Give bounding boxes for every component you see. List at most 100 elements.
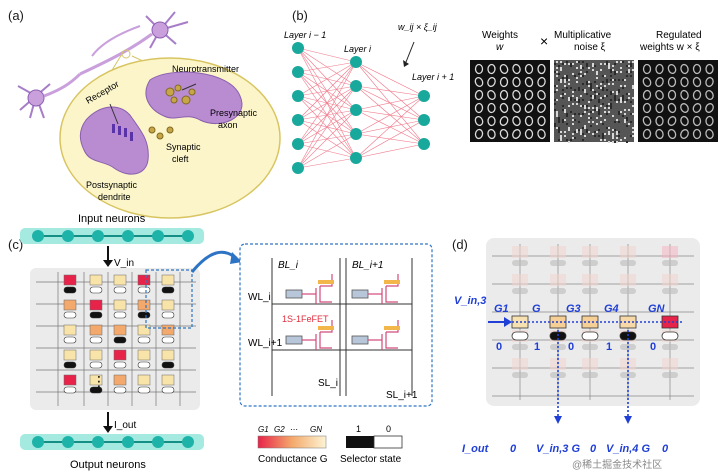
faded-cell: [550, 274, 566, 286]
selector-cell: [113, 386, 127, 394]
selector-state-label: 1: [606, 341, 612, 353]
selector-cell: [137, 361, 151, 369]
conductance-label: Conductance G: [258, 454, 328, 465]
layer-next-label: Layer i + 1: [412, 72, 454, 82]
conductance-cell: [89, 299, 103, 311]
label-presynaptic: Presynaptic: [210, 108, 258, 118]
weights-images: Weights w × Multiplicative noise ξ Regul…: [470, 30, 718, 143]
output-neuron: [122, 436, 134, 448]
faded-selector: [550, 260, 566, 266]
sl-i-label: SL_i: [318, 378, 338, 389]
input-neuron: [182, 230, 194, 242]
conductance-cell: [63, 299, 77, 311]
layer-cur-label: Layer i: [344, 44, 372, 54]
input-neuron: [152, 230, 164, 242]
conductance-cell: [63, 324, 77, 336]
selector-device: [351, 335, 369, 345]
selector-cell: [161, 311, 175, 319]
network-node: [350, 56, 362, 68]
conductance-cell: [137, 299, 151, 311]
selector-cell: [113, 336, 127, 344]
faded-selector: [662, 344, 678, 350]
selector-cell: [137, 386, 151, 394]
selector-cell: [137, 311, 151, 319]
conductance-cell: [161, 349, 175, 361]
selector-state-label: 0: [496, 341, 502, 353]
output-neuron: [62, 436, 74, 448]
bl-i-label: BL_i: [278, 260, 299, 271]
panel-d-letter: (d): [452, 237, 468, 252]
selector-device: [351, 289, 369, 299]
selector-cell: [113, 361, 127, 369]
active-selector: [581, 331, 599, 341]
selector-cell: [63, 336, 77, 344]
reg-title-2: weights w × ξ: [639, 42, 700, 53]
faded-selector: [662, 288, 678, 294]
fefet-transistor: [381, 320, 399, 350]
input-neuron: [122, 230, 134, 242]
selector-cell: [113, 286, 127, 294]
conductance-cell: [137, 274, 151, 286]
network-node: [292, 114, 304, 126]
network-node: [350, 80, 362, 92]
output-current-label: 0: [510, 443, 517, 455]
reg-title: Regulated: [656, 30, 702, 41]
selector-cell: [89, 361, 103, 369]
conductance-cell: [113, 299, 127, 311]
wl-i1-label: WL_i+1: [248, 338, 283, 349]
output-neuron: [152, 436, 164, 448]
legend-g2: G2: [274, 425, 285, 434]
weight-expression: w_ij × ξ_ij: [398, 22, 438, 32]
selector-cell: [63, 286, 77, 294]
panel-c-letter: (c): [8, 237, 24, 252]
network-node: [418, 90, 430, 102]
selector-cell: [161, 386, 175, 394]
g-label: GN: [648, 303, 666, 315]
panel-b-letter: (b): [292, 8, 308, 23]
output-neuron: [32, 436, 44, 448]
output-neurons-label: Output neurons: [70, 459, 146, 471]
conductance-cell: [89, 349, 103, 361]
selector-device: [285, 335, 303, 345]
selector-cell: [113, 311, 127, 319]
selector-cell: [63, 386, 77, 394]
selector-cell: [89, 311, 103, 319]
conductance-cell: [113, 374, 127, 386]
fefet-transistor: [315, 274, 333, 304]
legend-zero: 0: [386, 424, 391, 434]
faded-selector: [662, 260, 678, 266]
faded-cell: [662, 358, 678, 370]
legend-dots: ⋯: [290, 425, 298, 434]
weights-title: Weights: [482, 30, 518, 41]
faded-cell: [550, 246, 566, 258]
conductance-cell: [89, 374, 103, 386]
selector-cell: [63, 311, 77, 319]
selector-cell: [89, 286, 103, 294]
output-current-label: 0: [590, 443, 597, 455]
selector-cell: [161, 336, 175, 344]
sl-i1-label: SL_i+1: [386, 390, 418, 401]
conductance-cell: [113, 349, 127, 361]
column-arrowhead: [554, 416, 562, 424]
selector-device: [285, 289, 303, 299]
faded-selector: [582, 288, 598, 294]
fefet-transistor: [315, 320, 333, 350]
faded-selector: [550, 288, 566, 294]
ferroelectric-layer: [318, 326, 334, 330]
fefet-transistor: [381, 274, 399, 304]
label-dendrite: dendrite: [98, 192, 131, 202]
panel-a-letter: (a): [8, 8, 24, 23]
v-in-label: V_in: [114, 258, 134, 269]
output-current-label: V_in,3 G: [536, 443, 580, 455]
faded-cell: [512, 358, 528, 370]
selector-cell: [137, 286, 151, 294]
faded-selector: [512, 372, 528, 378]
network-node: [292, 66, 304, 78]
selector-cell: [161, 361, 175, 369]
selector-cell: [89, 386, 103, 394]
faded-selector: [512, 260, 528, 266]
weights-symbol: w: [496, 42, 504, 53]
legend-gn: GN: [310, 425, 322, 434]
label-neurotransmitter: Neurotransmitter: [172, 64, 239, 74]
